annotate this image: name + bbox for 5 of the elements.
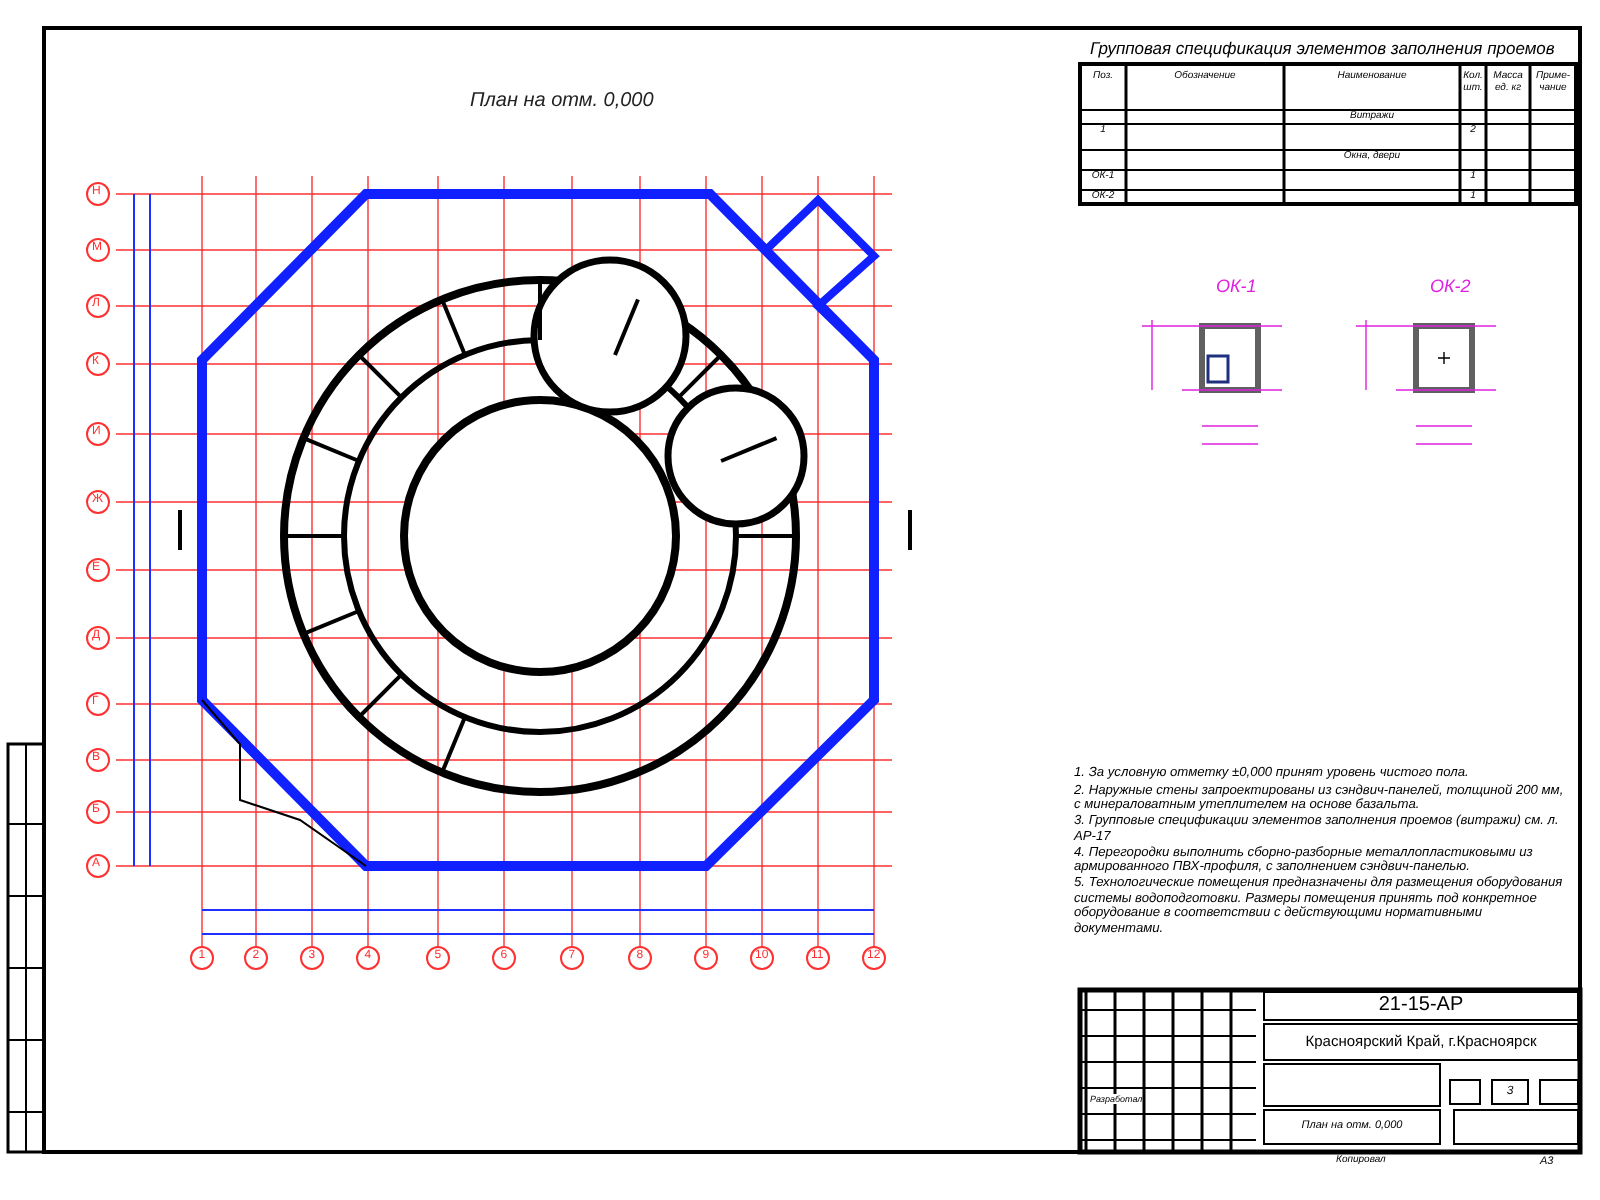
detail-title: ОК-2: [1430, 276, 1471, 297]
detail-title: ОК-1: [1216, 276, 1257, 297]
drawing-code: 21-15-АР: [1376, 994, 1466, 1017]
plan-title: План на отм. 0,000: [470, 90, 654, 113]
table-title: Групповая спецификация элементов заполнения проемов: [1090, 40, 1555, 60]
